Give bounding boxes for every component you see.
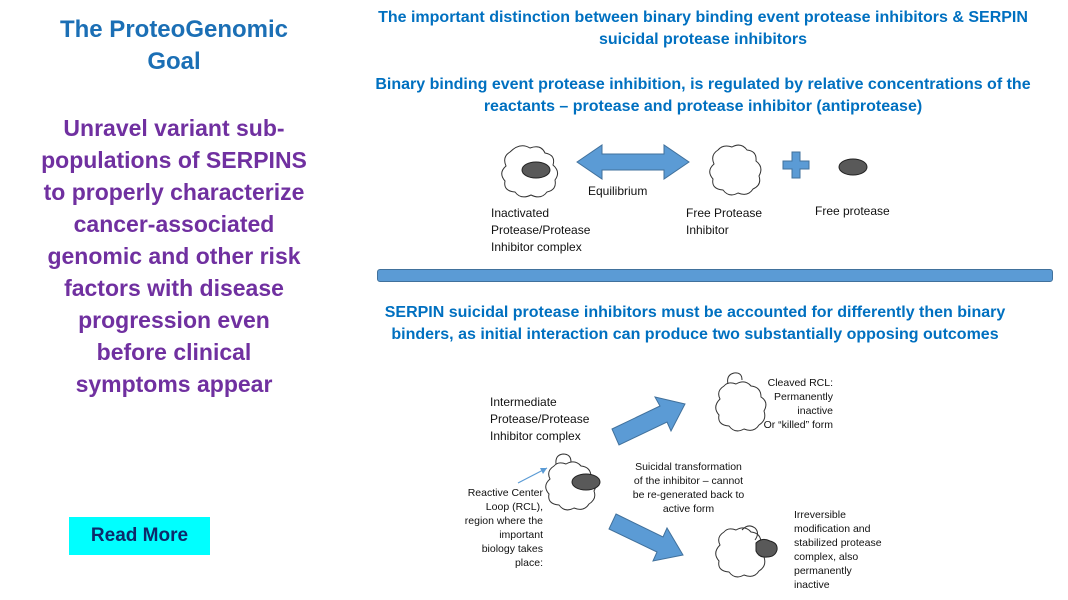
binary-heading-line1: Binary binding event protease inhibition… bbox=[375, 76, 1031, 93]
equilibrium-arrow-icon bbox=[576, 144, 690, 180]
free-protease-icon bbox=[838, 158, 868, 176]
serpin-heading-line2: binders, as initial interaction can prod… bbox=[391, 326, 999, 343]
binary-heading: Binary binding event protease inhibition… bbox=[345, 74, 1061, 118]
arrow-up-right-icon bbox=[611, 396, 686, 446]
slide-header-line1: The important distinction between binary… bbox=[378, 9, 1028, 26]
rcl-label: Reactive Center Loop (RCL), region where… bbox=[464, 487, 543, 569]
intermediate-complex-label: Intermediate Protease/Protease Inhibitor… bbox=[490, 395, 590, 443]
irreversible-complex-icon bbox=[715, 525, 778, 578]
suicidal-transformation-label: Suicidal transformation of the inhibitor… bbox=[632, 461, 745, 515]
page-title: The ProteoGenomic Goal bbox=[59, 16, 289, 75]
section-divider bbox=[377, 269, 1053, 282]
arrow-down-right-icon bbox=[608, 513, 684, 562]
free-inhibitor-label: Free Protease Inhibitor bbox=[686, 206, 763, 237]
equilibrium-label: Equilibrium bbox=[588, 184, 648, 198]
inactivated-complex-icon bbox=[501, 145, 559, 198]
irreversible-label: Irreversible modification and stabilized… bbox=[794, 509, 882, 591]
binary-heading-line2: reactants – protease and protease inhibi… bbox=[483, 98, 923, 115]
slide-header: The important distinction between binary… bbox=[345, 7, 1061, 51]
free-inhibitor-icon bbox=[709, 144, 762, 196]
inactivated-complex-label: Inactivated Protease/Protease Inhibitor … bbox=[491, 206, 591, 254]
read-more-button[interactable]: Read More bbox=[69, 517, 210, 555]
cleaved-rcl-label: Cleaved RCL: Permanently inactive Or “ki… bbox=[763, 377, 833, 431]
slide-header-line2: suicidal protease inhibitors bbox=[598, 31, 808, 48]
free-protease-label: Free protease bbox=[815, 204, 890, 218]
intermediate-complex-icon bbox=[545, 453, 601, 511]
plus-icon bbox=[782, 151, 810, 179]
cleaved-inhibitor-icon bbox=[715, 372, 767, 432]
goal-description: Unravel variant sub-populations of SERPI… bbox=[41, 115, 307, 397]
serpin-heading-line1: SERPIN suicidal protease inhibitors must… bbox=[384, 304, 1006, 321]
serpin-heading: SERPIN suicidal protease inhibitors must… bbox=[345, 302, 1045, 346]
